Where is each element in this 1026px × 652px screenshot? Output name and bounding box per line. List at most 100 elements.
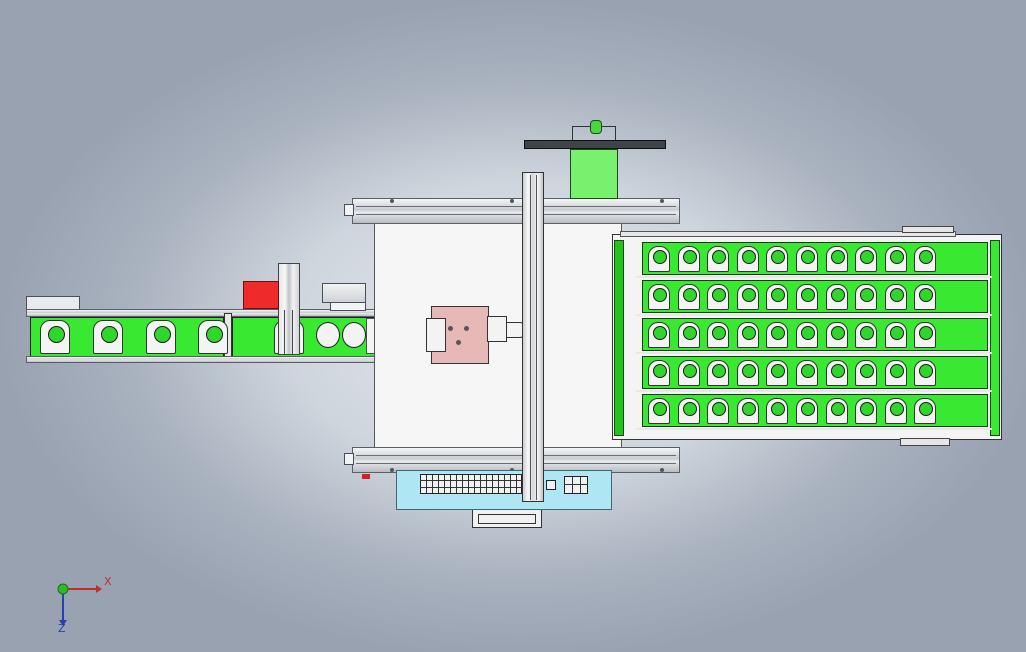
press-guide-post bbox=[278, 263, 300, 355]
tray-pocket bbox=[796, 398, 818, 424]
keypad-row-line bbox=[564, 484, 588, 485]
tray-cylinder bbox=[900, 438, 950, 446]
tray-pocket-hole bbox=[830, 364, 845, 378]
tray-pocket-hole bbox=[741, 288, 756, 302]
tray-pocket bbox=[825, 246, 848, 272]
tray-pocket-hole bbox=[771, 326, 786, 340]
tray-pocket-hole bbox=[919, 250, 934, 264]
tray-pocket-hole bbox=[682, 364, 697, 378]
keyboard-row-line bbox=[420, 487, 522, 488]
tray-pocket bbox=[825, 284, 848, 310]
tray-pocket bbox=[677, 398, 700, 424]
red-sensor-block bbox=[243, 281, 279, 309]
tray-pocket-hole bbox=[741, 364, 756, 378]
stand-foot-inner bbox=[478, 514, 536, 524]
tray-pocket-hole bbox=[712, 326, 727, 340]
axis-triad-icon bbox=[52, 578, 112, 634]
tray-pocket-hole bbox=[860, 326, 875, 340]
tray-pocket bbox=[707, 284, 730, 310]
tray-pocket bbox=[766, 398, 789, 424]
tray-pocket-hole bbox=[919, 402, 934, 416]
rail-screw bbox=[660, 199, 664, 203]
tray-pocket-hole bbox=[801, 250, 815, 264]
tray-pocket-hole bbox=[712, 364, 727, 378]
press-guide-line bbox=[292, 310, 293, 354]
tray-pocket bbox=[648, 284, 670, 310]
keypad[interactable] bbox=[564, 476, 588, 494]
fixture-hole bbox=[456, 340, 461, 345]
tray-pocket bbox=[914, 322, 937, 348]
tray-pocket bbox=[736, 360, 759, 386]
tray-pocket bbox=[766, 284, 789, 310]
tray-pocket-hole bbox=[919, 326, 934, 340]
emergency-button[interactable] bbox=[546, 480, 556, 490]
tray-grid bbox=[636, 242, 992, 432]
top-mount-valve bbox=[590, 120, 602, 134]
tray-pocket-hole bbox=[889, 364, 904, 378]
tray-pocket bbox=[796, 360, 818, 386]
top-mount-bar bbox=[524, 140, 666, 149]
tray-pocket bbox=[855, 360, 878, 386]
tray-pocket-hole bbox=[771, 402, 786, 416]
tray-pocket-hole bbox=[771, 288, 786, 302]
tray-pocket bbox=[766, 246, 789, 272]
tray-pocket-hole bbox=[682, 402, 697, 416]
tray-pocket-hole bbox=[830, 288, 845, 302]
tray-top-rail bbox=[620, 231, 956, 237]
tray-pocket-hole bbox=[682, 326, 697, 340]
tray-pocket bbox=[677, 322, 700, 348]
fixture-clamp bbox=[487, 316, 507, 342]
conveyor-pocket bbox=[146, 320, 176, 354]
tray-side-strip-right bbox=[990, 240, 1000, 436]
tray-pocket-hole bbox=[653, 288, 667, 302]
tray-row-separator bbox=[636, 428, 992, 430]
conveyor-bottom-rail bbox=[26, 356, 406, 363]
tray-pocket-hole bbox=[830, 250, 845, 264]
pneumatic-cylinder-base bbox=[330, 302, 366, 311]
conveyor-pocket bbox=[198, 320, 228, 354]
conveyor-pocket bbox=[40, 320, 70, 354]
tray-pocket-hole bbox=[682, 288, 697, 302]
gantry-beam-line bbox=[536, 175, 537, 500]
tray-pocket-hole bbox=[653, 250, 667, 264]
axis-label-z: Z bbox=[58, 622, 66, 635]
rail-groove bbox=[356, 463, 676, 464]
tray-pocket-hole bbox=[830, 402, 845, 416]
fixture-clamp bbox=[426, 318, 446, 352]
conveyor-pocket bbox=[93, 320, 123, 354]
tray-pocket bbox=[648, 322, 670, 348]
tray-pocket bbox=[677, 360, 700, 386]
rail-screw bbox=[390, 199, 394, 203]
tray-pocket-hole bbox=[771, 364, 786, 378]
tray-pocket-hole bbox=[919, 288, 934, 302]
tray-pocket bbox=[825, 398, 848, 424]
tray-pocket bbox=[707, 360, 730, 386]
tray-pocket bbox=[677, 284, 700, 310]
tray-pocket-hole bbox=[889, 250, 904, 264]
tray-pocket bbox=[648, 360, 670, 386]
tray-pocket bbox=[914, 398, 937, 424]
rail-end-cap bbox=[344, 204, 354, 216]
rail-end-cap bbox=[344, 453, 354, 465]
tray-pocket bbox=[736, 246, 759, 272]
tray-pocket bbox=[648, 398, 670, 424]
tray-pocket bbox=[766, 322, 789, 348]
rail-screw bbox=[390, 468, 394, 472]
gantry-beam-line bbox=[530, 175, 531, 500]
keyboard[interactable] bbox=[420, 474, 522, 494]
tray-pocket-hole bbox=[919, 364, 934, 378]
tray-pocket-hole bbox=[712, 250, 727, 264]
tray-pocket-hole bbox=[741, 250, 756, 264]
keyboard-row-line bbox=[420, 480, 522, 481]
tray-pocket bbox=[707, 398, 730, 424]
tray-pocket bbox=[914, 246, 937, 272]
press-guide-line bbox=[284, 310, 285, 354]
tray-pocket-hole bbox=[801, 402, 815, 416]
tray-pocket-hole bbox=[682, 250, 697, 264]
tray-pocket bbox=[855, 398, 878, 424]
tray-row-separator bbox=[636, 314, 992, 316]
tray-pocket bbox=[736, 398, 759, 424]
tray-pocket-hole bbox=[830, 326, 845, 340]
tray-pocket-hole bbox=[771, 250, 786, 264]
